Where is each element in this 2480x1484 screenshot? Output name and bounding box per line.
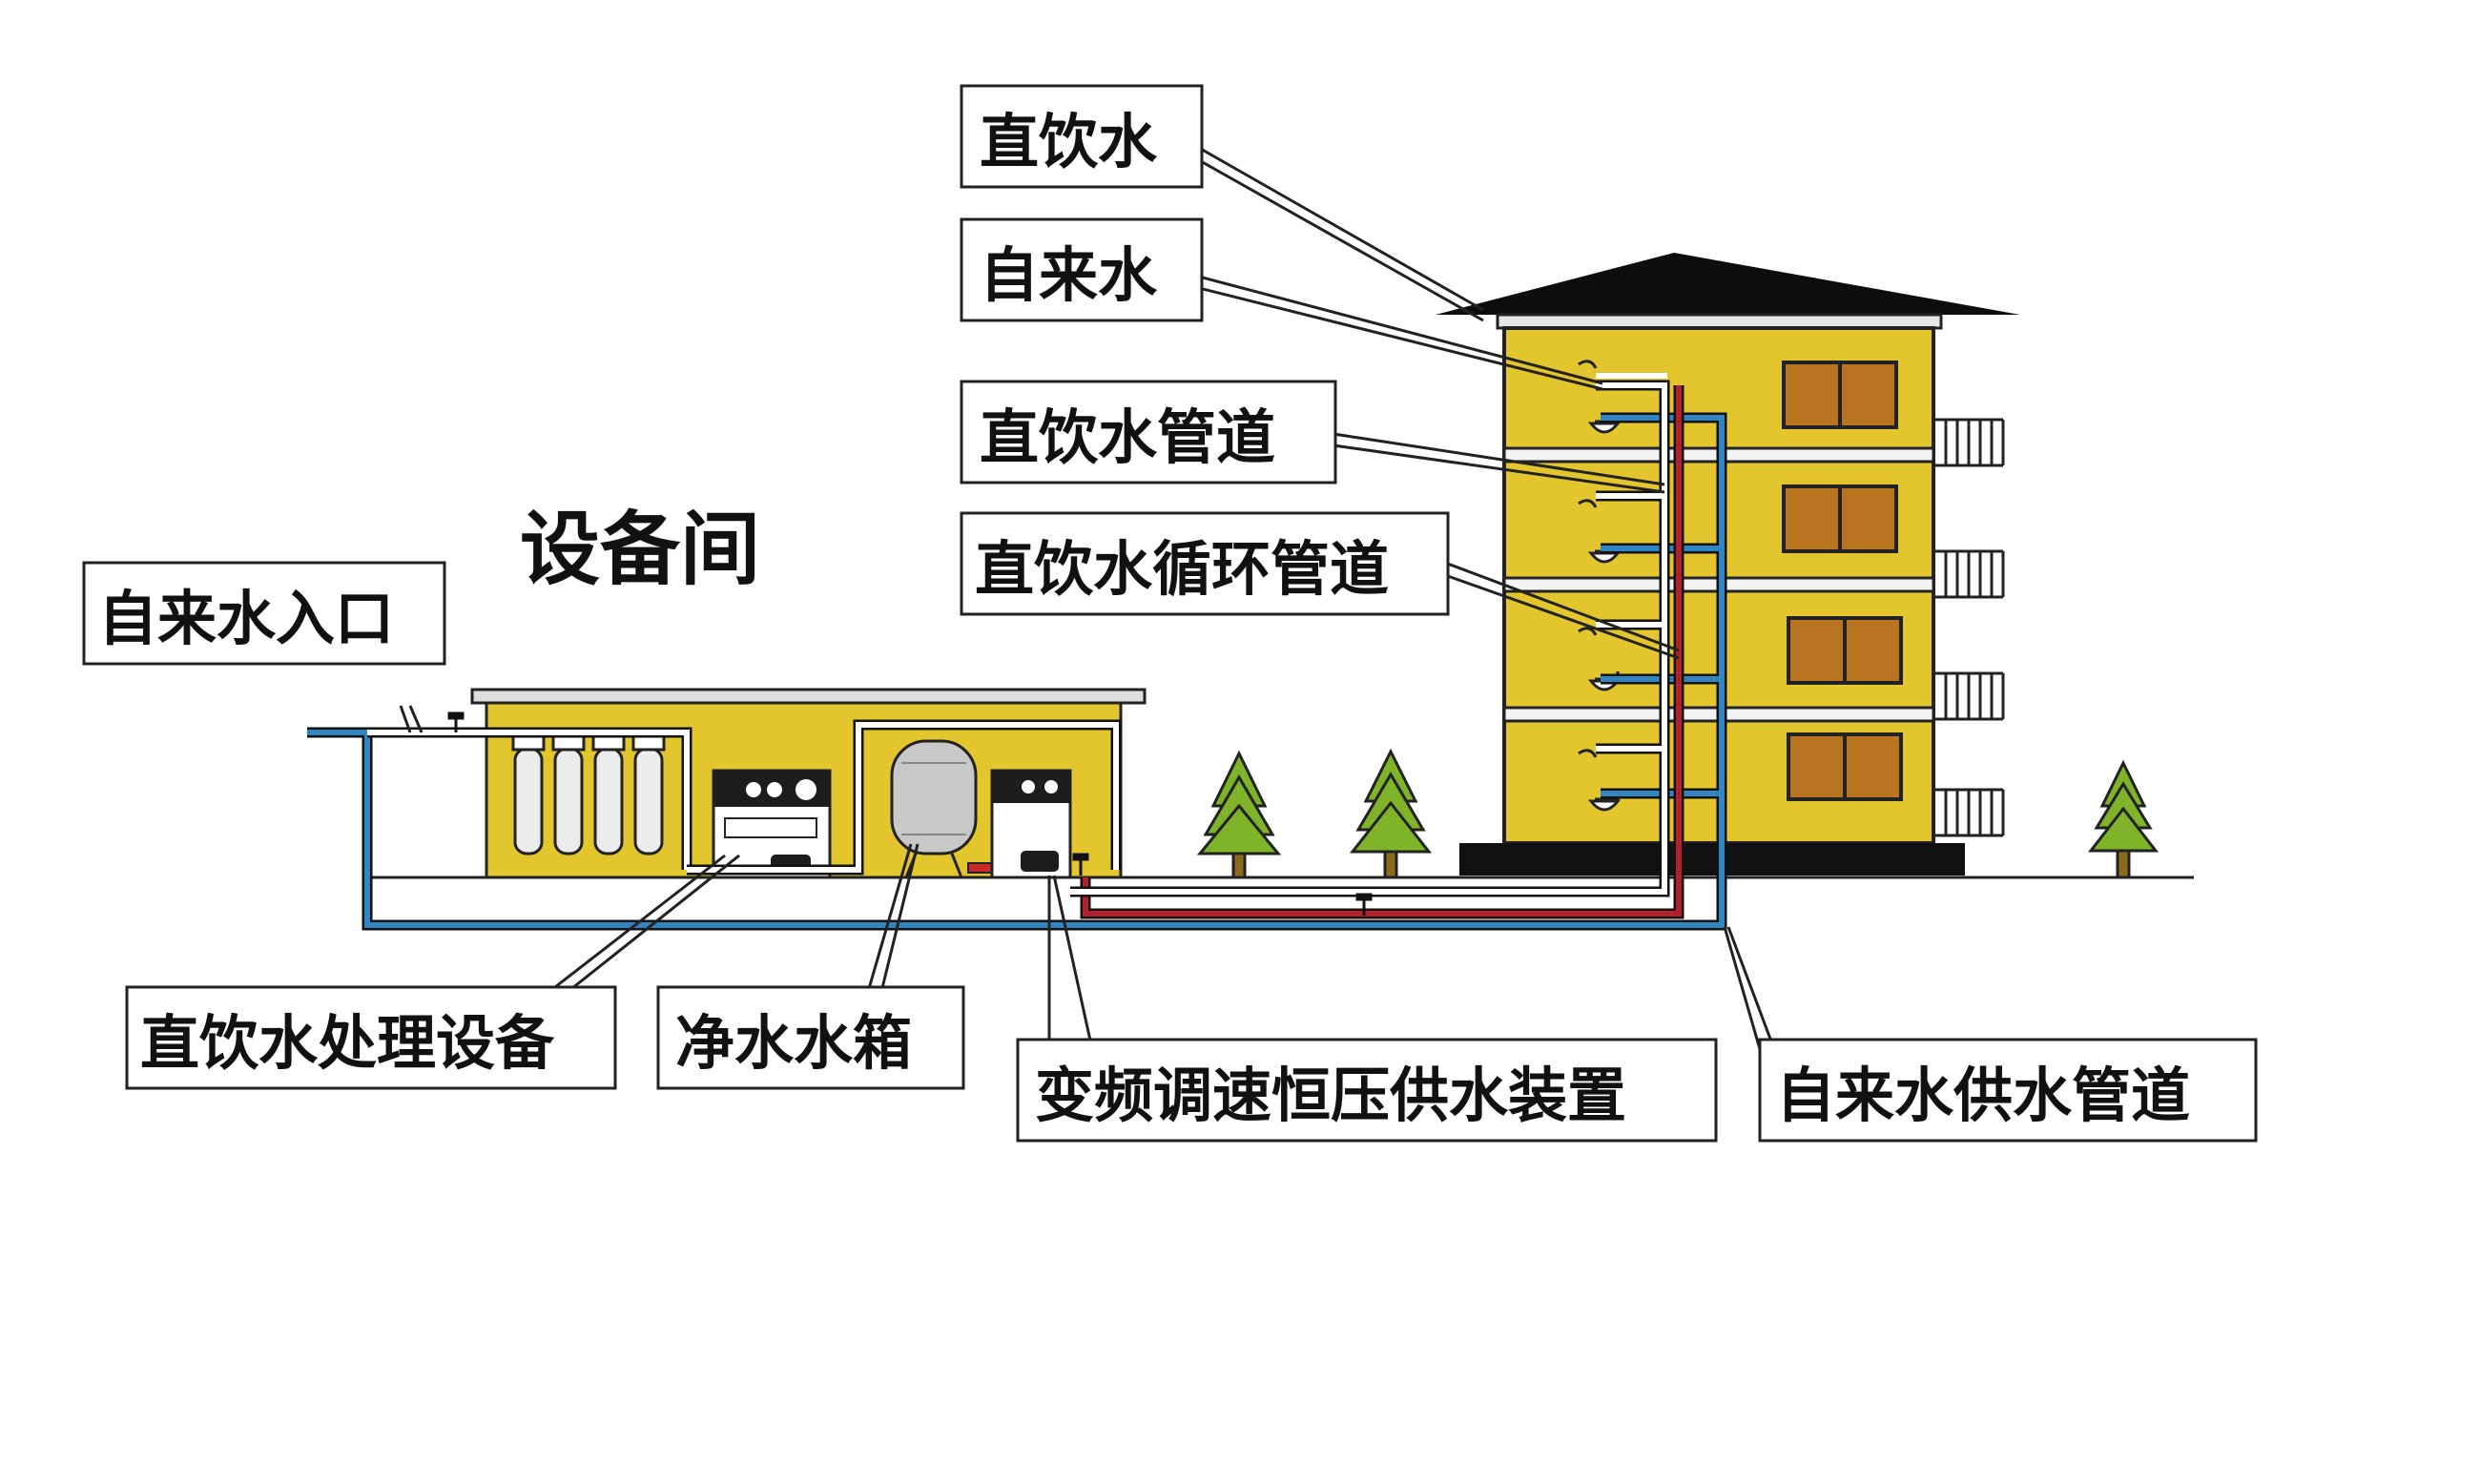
filter-housings: [511, 734, 666, 855]
pump-control-cabinet: [990, 769, 1072, 879]
label-tap-water: 自来水: [980, 240, 1158, 310]
label-clean-water-tank: 净水水箱: [675, 1008, 912, 1078]
label-box-vfd-pump: [1016, 1038, 1718, 1143]
equipment-room: [470, 688, 1147, 879]
building-eave: [1496, 313, 1943, 330]
tree-icon: [2087, 759, 2160, 879]
page-title: 设备间: [520, 503, 760, 596]
label-box-direct-drinking-pipe: [960, 380, 1337, 484]
valve-icon: [1355, 893, 1373, 916]
labels: 设备间 直饮水 自来水 直饮水管道 直饮水循环管道 自来水入口 直饮水处理设备 …: [82, 84, 2258, 1143]
balcony: [1933, 418, 2005, 467]
label-tap-water-inlet: 自来水入口: [98, 584, 394, 653]
label-direct-drinking-pipe: 直饮水管道: [980, 402, 1275, 472]
label-tap-water-supply-pipe: 自来水供水管道: [1776, 1061, 2190, 1130]
valve-icon: [447, 711, 465, 732]
label-direct-drinking-water: 直饮水: [980, 107, 1158, 176]
tree-icon: [1196, 750, 1282, 879]
balcony: [1933, 671, 2005, 721]
valve-icon: [1072, 853, 1089, 876]
label-direct-drinking-circulation-pipe: 直饮水循环管道: [975, 534, 1389, 604]
equipment-room-roof: [470, 688, 1147, 705]
treatment-equipment: [712, 769, 832, 879]
balconies: [1933, 418, 2005, 837]
balcony: [1933, 549, 2005, 599]
label-treatment-equipment: 直饮水处理设备: [140, 1008, 555, 1078]
valves: [447, 711, 1373, 916]
label-box-circulation-pipe: [960, 511, 1450, 616]
label-box-direct-drinking-water: [960, 84, 1204, 189]
label-box-tap-water-inlet: [82, 561, 446, 666]
label-vfd-pump: 变频调速恒压供水装置: [1035, 1061, 1626, 1130]
leader-lines: [399, 146, 1776, 1050]
label-box-tap-water-supply-pipe: [1758, 1038, 2258, 1143]
building-roof: [1436, 253, 2020, 315]
building-base: [1459, 843, 1965, 876]
trees: [1196, 748, 2160, 879]
tree-icon: [1349, 748, 1433, 879]
label-box-clean-water-tank: [656, 985, 965, 1090]
balcony: [1933, 788, 2005, 837]
building: [1436, 253, 2020, 876]
windows: [1782, 361, 1903, 801]
label-box-treatment-equipment: [125, 985, 617, 1090]
label-box-tap-water: [960, 217, 1204, 322]
